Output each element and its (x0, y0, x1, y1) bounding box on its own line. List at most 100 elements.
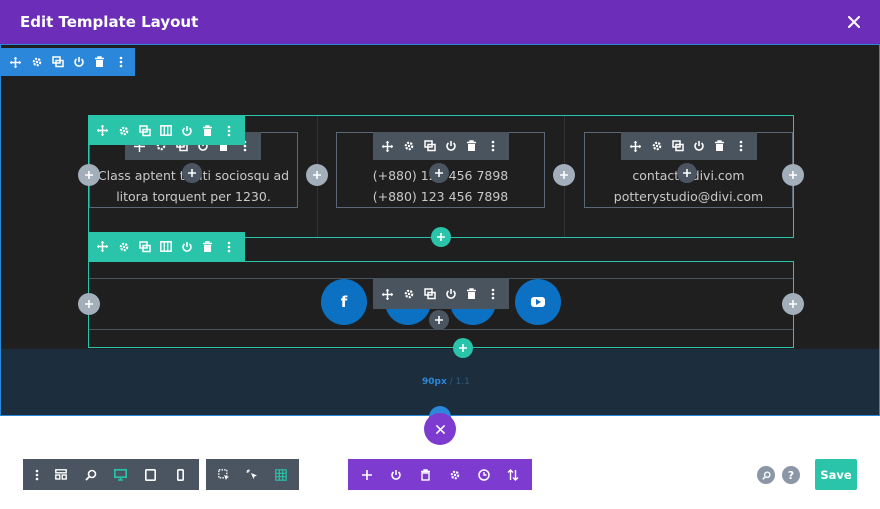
portability-button[interactable] (499, 459, 528, 490)
module-2-delete-button[interactable] (461, 133, 482, 159)
text-module-1-line2: litora torquent per 1230. (116, 189, 271, 204)
more-icon (491, 288, 494, 300)
add-column-button[interactable] (553, 164, 575, 186)
row-2-duplicate-button[interactable] (134, 234, 155, 260)
tablet-view-button[interactable] (136, 459, 166, 490)
padding-suffix: / 1.1 (446, 377, 470, 387)
add-module-button[interactable] (429, 163, 449, 183)
add-module-button[interactable] (182, 163, 202, 183)
module-4-delete-button[interactable] (461, 281, 482, 307)
module-2-settings-button[interactable] (398, 133, 419, 159)
row-1-duplicate-button[interactable] (134, 118, 155, 144)
add-row-button[interactable] (431, 227, 451, 247)
select-mode-button[interactable] (210, 459, 238, 490)
section-delete-button[interactable] (89, 49, 110, 75)
trash-icon (467, 140, 476, 151)
move-icon (10, 56, 21, 68)
add-button[interactable] (352, 459, 381, 490)
click-mode-button[interactable] (238, 459, 266, 490)
module-3-settings-button[interactable] (646, 133, 667, 159)
wireframe-icon (55, 469, 67, 480)
settings-menu-button[interactable] (27, 459, 46, 490)
section-more-button[interactable] (110, 49, 131, 75)
add-column-left-button[interactable] (78, 164, 100, 186)
zoom-view-button[interactable] (76, 459, 106, 490)
grid-mode-button[interactable] (267, 459, 295, 490)
add-column-left-button[interactable] (78, 293, 100, 315)
builder-menu-close-button[interactable] (424, 413, 456, 445)
module-2-toolbar (373, 132, 509, 160)
row-2-columns-button[interactable] (155, 234, 176, 260)
zoom-icon (85, 469, 97, 481)
add-row-button[interactable] (453, 338, 473, 358)
module-4-move-button[interactable] (377, 281, 398, 307)
history-icon (478, 468, 490, 481)
plus-icon (789, 300, 797, 308)
row-2-disable-button[interactable] (176, 234, 197, 260)
interaction-toolbar (206, 459, 299, 490)
row-1-move-button[interactable] (92, 118, 113, 144)
module-4-duplicate-button[interactable] (419, 281, 440, 307)
section-settings-button[interactable] (26, 49, 47, 75)
module-3-delete-button[interactable] (709, 133, 730, 159)
desktop-view-button[interactable] (106, 459, 136, 490)
row-1-disable-button[interactable] (176, 118, 197, 144)
section-disable-button[interactable] (68, 49, 89, 75)
module-3-disable-button[interactable] (688, 133, 709, 159)
row-1-toolbar (88, 116, 245, 145)
duplicate-icon (423, 140, 436, 152)
add-icon (361, 469, 372, 480)
click-mode-icon (246, 469, 258, 479)
search-help-button[interactable] (757, 466, 775, 484)
module-3-more-button[interactable] (730, 133, 751, 159)
row-2-move-button[interactable] (92, 234, 113, 260)
add-module-button[interactable] (429, 310, 449, 330)
move-icon (382, 140, 393, 152)
module-2-move-button[interactable] (377, 133, 398, 159)
trash-icon (95, 56, 104, 67)
desktop-icon (114, 468, 128, 481)
module-2-duplicate-button[interactable] (419, 133, 440, 159)
help-icon: ? (787, 468, 795, 482)
section-padding-indicator[interactable]: 90px / 1.1 (422, 377, 470, 387)
power-icon (391, 469, 401, 480)
trash-icon (420, 468, 430, 481)
clear-layout-button[interactable] (411, 459, 440, 490)
history-button[interactable] (469, 459, 498, 490)
close-button[interactable] (842, 10, 866, 34)
view-mode-toolbar (23, 459, 199, 490)
add-column-right-button[interactable] (782, 293, 804, 315)
section-move-button[interactable] (5, 49, 26, 75)
row-1-more-button[interactable] (218, 118, 239, 144)
add-column-right-button[interactable] (782, 164, 804, 186)
social-youtube[interactable] (515, 279, 561, 325)
row-2-delete-button[interactable] (197, 234, 218, 260)
save-button[interactable]: Save (815, 459, 857, 490)
section-duplicate-button[interactable] (47, 49, 68, 75)
module-4-disable-button[interactable] (440, 281, 461, 307)
section-toolbar (1, 48, 135, 76)
add-module-button[interactable] (677, 163, 697, 183)
help-button[interactable]: ? (782, 466, 800, 484)
more-icon (227, 125, 230, 136)
module-2-disable-button[interactable] (440, 133, 461, 159)
row-1-settings-button[interactable] (113, 118, 134, 144)
row-2-settings-button[interactable] (113, 234, 134, 260)
close-icon (435, 424, 445, 434)
disable-button[interactable] (381, 459, 410, 490)
phone-view-button[interactable] (165, 459, 195, 490)
row-1-delete-button[interactable] (197, 118, 218, 144)
module-2-more-button[interactable] (482, 133, 503, 159)
module-3-duplicate-button[interactable] (667, 133, 688, 159)
module-4-more-button[interactable] (482, 281, 503, 307)
module-3-move-button[interactable] (625, 133, 646, 159)
modal-header: Edit Template Layout (0, 0, 880, 44)
row-1-columns-button[interactable] (155, 118, 176, 144)
wireframe-view-button[interactable] (46, 459, 76, 490)
row-2-more-button[interactable] (218, 234, 239, 260)
move-icon (97, 125, 108, 136)
module-4-settings-button[interactable] (398, 281, 419, 307)
social-facebook[interactable]: f (321, 279, 367, 325)
add-column-button[interactable] (306, 164, 328, 186)
page-settings-button[interactable] (440, 459, 469, 490)
